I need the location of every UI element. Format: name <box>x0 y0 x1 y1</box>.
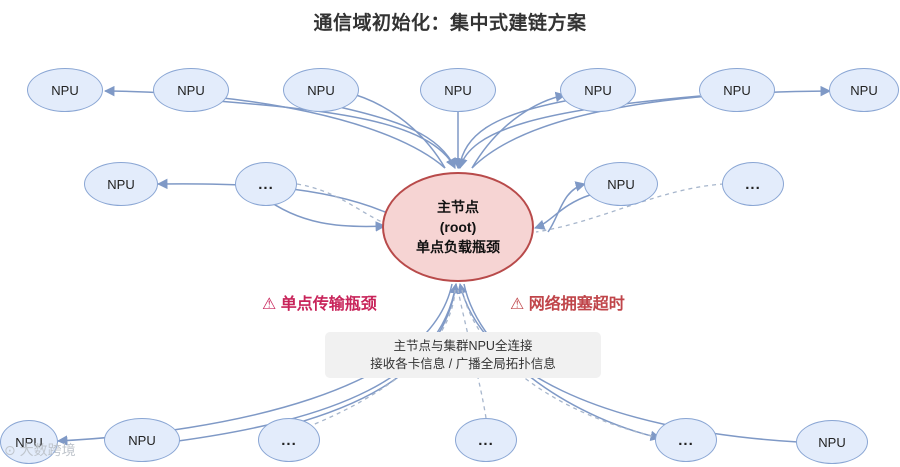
more-nodes-bottom-2: ... <box>455 418 517 462</box>
npu-node-top-2: NPU <box>153 68 229 112</box>
npu-node-top-1: NPU <box>27 68 103 112</box>
watermark-text: 大数跨境 <box>19 442 76 458</box>
edge-root-top-1 <box>103 85 446 169</box>
npu-node-top-3: NPU <box>283 68 359 112</box>
npu-node-mid-left: NPU <box>84 162 158 206</box>
edge-top-3-root <box>329 104 456 169</box>
edge-dashed-mid-right <box>535 183 725 233</box>
edge-mid-npu-right-root <box>534 194 591 230</box>
more-nodes-bottom-3: ... <box>655 418 717 462</box>
warning-network-congestion: ⚠ 网络拥塞超时 <box>510 296 625 313</box>
more-nodes-bottom-1: ... <box>258 418 320 462</box>
npu-node-top-4: NPU <box>420 68 496 112</box>
root-bottleneck-label: 单点负载瓶颈 <box>416 239 500 255</box>
root-label: 主节点 <box>437 199 479 215</box>
watermark: ⊙ 大数跨境 <box>4 440 76 460</box>
warning-single-point-bottleneck: ⚠ 单点传输瓶颈 <box>262 296 377 313</box>
npu-node-top-5: NPU <box>560 68 636 112</box>
info-line-1: 主节点与集群NPU全连接 <box>393 339 533 353</box>
npu-node-bottom-1: NPU <box>0 420 58 464</box>
edge-bottom-npu-right-root <box>457 282 799 443</box>
npu-node-mid-right: NPU <box>584 162 658 206</box>
root-sublabel: (root) <box>439 219 477 235</box>
edge-root-top-5 <box>471 91 567 169</box>
more-nodes-mid-left: ... <box>235 162 297 206</box>
edge-top-2-root <box>204 99 456 169</box>
edge-top-6-root <box>457 95 701 170</box>
edge-bottom-npu2-root <box>177 282 460 442</box>
edge-dashed-bottom-1 <box>299 289 456 431</box>
info-box: 主节点与集群NPU全连接 接收各卡信息 / 广播全局拓扑信息 <box>325 332 601 378</box>
edge-dashed-mid-left <box>296 183 383 223</box>
page-title: 通信域初始化：集中式建链方案 <box>313 13 587 34</box>
npu-node-top-7: NPU <box>829 68 899 112</box>
edge-top-5-root <box>455 99 571 170</box>
edge-root-top-7 <box>471 85 832 169</box>
more-nodes-mid-right: ... <box>722 162 784 206</box>
root-node: 主节点 (root) 单点负载瓶颈 <box>382 172 534 282</box>
info-line-2: 接收各卡信息 / 广播全局拓扑信息 <box>370 357 556 371</box>
npu-node-bottom-right: NPU <box>796 420 868 464</box>
npu-node-bottom-2: NPU <box>104 418 180 462</box>
npu-node-top-6: NPU <box>699 68 775 112</box>
edge-root-mid-npu-right <box>547 181 587 233</box>
watermark-logo-icon: ⊙ <box>4 442 16 458</box>
